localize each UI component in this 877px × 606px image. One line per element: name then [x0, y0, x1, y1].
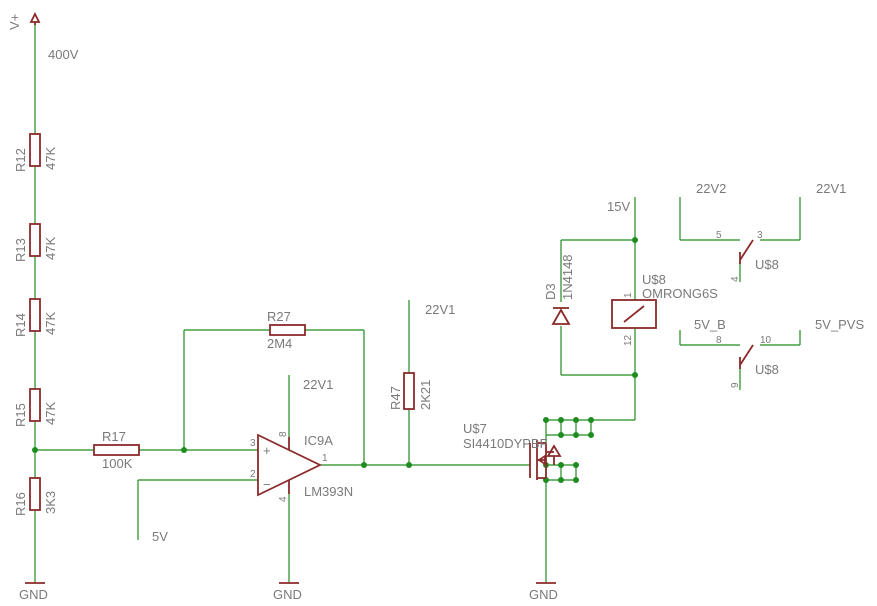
contact2-pin-c: 9 [730, 382, 741, 388]
junction [406, 462, 412, 468]
opamp-supply-label: 22V1 [303, 377, 333, 392]
junction [32, 447, 38, 453]
resistor-r15 [29, 388, 41, 422]
resistor-r14 [29, 298, 41, 332]
resistor-r12 [29, 133, 41, 167]
resistor-r16 [29, 477, 41, 511]
wires [34, 24, 801, 583]
resistor-r17 [93, 444, 140, 456]
relay-coil-name: U$8 [642, 272, 666, 287]
junction [588, 432, 594, 438]
opamp-pin-minus: 2 [250, 469, 256, 480]
opamp-pin-vcc: 8 [278, 431, 289, 437]
resistor-r27 [269, 324, 306, 336]
r12-value: 47K [43, 147, 58, 170]
junction [573, 477, 579, 483]
junction [573, 432, 579, 438]
v5v-pvs-label: 5V_PVS [815, 317, 864, 332]
r27-value: 2M4 [267, 336, 292, 351]
mosfet-u7 [529, 440, 562, 480]
junction [558, 417, 564, 423]
vplus-label: V+ [7, 14, 22, 30]
r17-name: R17 [102, 429, 126, 444]
relay-coil-pin-1: 1 [623, 292, 634, 298]
resistor-r13 [29, 223, 41, 257]
junction [573, 417, 579, 423]
opamp-name: IC9A [304, 433, 333, 448]
gnd-label: GND [19, 587, 48, 602]
junction [558, 462, 564, 468]
opamp-value: LM393N [304, 484, 353, 499]
contact2-pin-a: 8 [716, 335, 722, 346]
opamp-pin-gnd: 4 [278, 496, 289, 502]
gnd-label: GND [529, 587, 558, 602]
r17-value: 100K [102, 456, 133, 471]
mosfet-value: SI4410DYPBF [463, 436, 548, 451]
junction [558, 477, 564, 483]
contact1-pin-a: 5 [716, 230, 722, 241]
contact2-name: U$8 [755, 362, 779, 377]
contact1-right-label: 22V1 [816, 181, 846, 196]
mosfet-name: U$7 [463, 421, 487, 436]
v5v-label: 5V [152, 529, 168, 544]
junction [573, 462, 579, 468]
r27-name: R27 [267, 309, 291, 324]
r13-name: R13 [13, 238, 28, 262]
r14-name: R14 [13, 313, 28, 337]
r15-name: R15 [13, 403, 28, 427]
contact1-pin-c: 4 [730, 276, 741, 282]
junction [543, 417, 549, 423]
diode-d3 [551, 307, 571, 325]
r13-value: 47K [43, 237, 58, 260]
opamp-ic9a [257, 433, 323, 497]
r47-name: R47 [388, 386, 403, 410]
junction [632, 237, 638, 243]
r14-value: 47K [43, 312, 58, 335]
r47-supply-label: 22V1 [425, 302, 455, 317]
contact1-pin-b: 3 [757, 230, 763, 241]
diode-value: 1N4148 [560, 254, 575, 300]
contact2-pin-b: 10 [760, 335, 772, 346]
gnd-label: GND [273, 587, 302, 602]
relay-coil-u8 [611, 299, 657, 329]
v5v-b-label: 5V_B [694, 317, 726, 332]
v22v2-label: 22V2 [696, 181, 726, 196]
relay-coil-pin-12: 12 [623, 334, 634, 346]
vplus-symbol [29, 11, 41, 25]
relay-contact-2 [739, 344, 754, 369]
junction [632, 372, 638, 378]
junction [558, 432, 564, 438]
opamp-minus-sign: − [263, 477, 271, 492]
contact1-name: U$8 [755, 257, 779, 272]
diode-name: D3 [543, 283, 558, 300]
relay-coil-value: OMRONG6S [642, 286, 718, 301]
opamp-plus-sign: + [263, 443, 271, 458]
relay-contact-1 [739, 239, 754, 264]
v15v-label: 15V [607, 199, 630, 214]
r47-value: 2K21 [418, 380, 433, 410]
resistor-r47 [403, 372, 415, 410]
opamp-pin-plus: 3 [250, 438, 256, 449]
junction [181, 447, 187, 453]
junction [361, 462, 367, 468]
r15-value: 47K [43, 402, 58, 425]
junction [588, 417, 594, 423]
v400-label: 400V [48, 47, 79, 62]
r16-name: R16 [13, 492, 28, 516]
r12-name: R12 [13, 148, 28, 172]
r16-value: 3K3 [43, 491, 58, 514]
opamp-pin-out: 1 [322, 453, 328, 464]
